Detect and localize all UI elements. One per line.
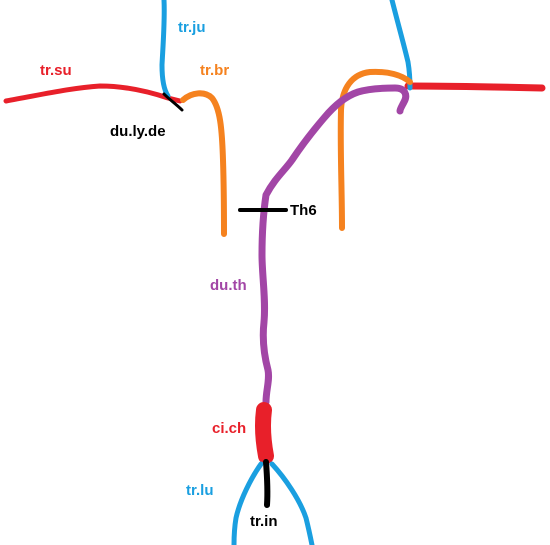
left-venous-angle-mark <box>162 92 184 112</box>
label-du-ly-de: du.ly.de <box>110 123 166 140</box>
left-lumbar-trunk <box>231 461 264 545</box>
left-subclavian-trunk <box>3 83 183 104</box>
right-subclavian-trunk <box>404 82 546 92</box>
label-tr-su: tr.su <box>40 62 72 79</box>
cisterna-chyli <box>254 402 274 464</box>
right-lumbar-trunk <box>269 461 315 545</box>
thoracic-duct <box>258 84 410 406</box>
right-bronchomediastinal-trunk <box>337 68 413 231</box>
label-tr-in: tr.in <box>250 513 278 530</box>
label-tr-br: tr.br <box>200 62 229 79</box>
label-ci-ch: ci.ch <box>212 420 246 437</box>
left-bronchomediastinal-trunk <box>180 90 227 237</box>
label-tr-lu: tr.lu <box>186 482 214 499</box>
label-du-th: du.th <box>210 277 247 294</box>
left-jugular-trunk <box>159 0 171 99</box>
intestinal-trunk <box>263 459 271 508</box>
label-th6: Th6 <box>290 202 317 219</box>
label-tr-ju: tr.ju <box>178 19 206 36</box>
